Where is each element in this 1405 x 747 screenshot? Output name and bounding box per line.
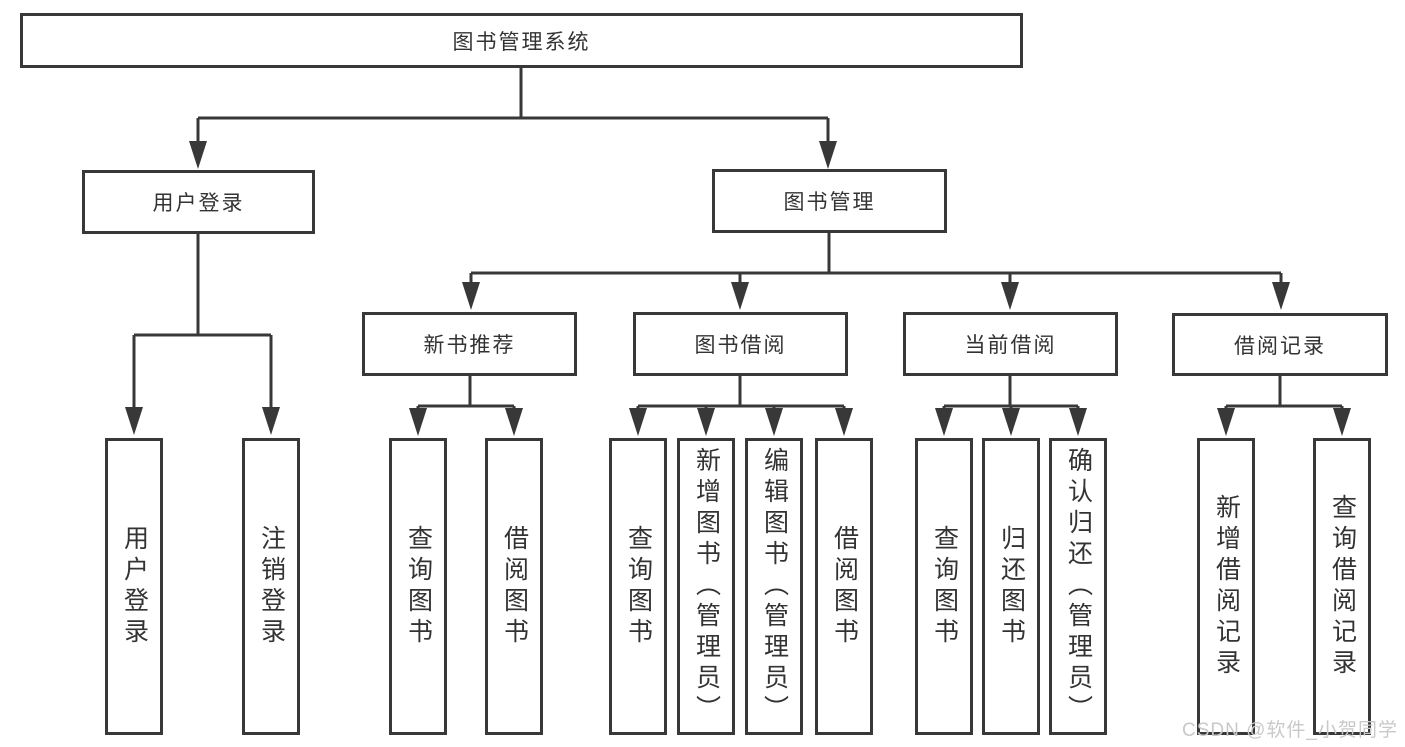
leaf-current-return-book: 归还图书 <box>982 438 1040 735</box>
leaf-recommend-query-book-label: 查询图书 <box>404 524 433 649</box>
node-user-login-label: 用户登录 <box>152 192 245 215</box>
leaf-borrow-query-book: 查询图书 <box>609 438 667 735</box>
leaf-borrow-edit-book: 编辑图书（管理员） <box>745 438 803 735</box>
leaf-records-query-record-label: 查询借阅记录 <box>1328 493 1357 680</box>
leaf-borrow-add-book-label: 新增图书（管理员） <box>692 447 721 726</box>
leaf-borrow-query-book-label: 查询图书 <box>624 524 653 649</box>
leaf-borrow-borrow-book-label: 借阅图书 <box>830 524 859 649</box>
leaf-current-confirm-return: 确认归还（管理员） <box>1049 438 1107 735</box>
leaf-borrow-add-book: 新增图书（管理员） <box>677 438 735 735</box>
leaf-recommend-query-book: 查询图书 <box>389 438 447 735</box>
node-user-login: 用户登录 <box>82 170 315 234</box>
leaf-logout-label: 注销登录 <box>257 524 286 649</box>
leaf-user-login-label: 用户登录 <box>120 524 149 649</box>
node-book-borrow-label: 图书借阅 <box>694 334 787 357</box>
leaf-current-confirm-return-label: 确认归还（管理员） <box>1064 447 1093 726</box>
node-new-book-recommend: 新书推荐 <box>362 312 577 376</box>
leaf-records-add-record-label: 新增借阅记录 <box>1212 493 1241 680</box>
node-borrow-records: 借阅记录 <box>1172 313 1388 376</box>
leaf-current-query-book-label: 查询图书 <box>930 524 959 649</box>
leaf-recommend-borrow-book-label: 借阅图书 <box>500 524 529 649</box>
node-system-root: 图书管理系统 <box>20 13 1023 68</box>
leaf-borrow-edit-book-label: 编辑图书（管理员） <box>760 447 789 726</box>
leaf-current-query-book: 查询图书 <box>915 438 973 735</box>
node-system-root-label: 图书管理系统 <box>452 30 591 54</box>
leaf-current-return-book-label: 归还图书 <box>997 524 1026 649</box>
leaf-logout: 注销登录 <box>242 438 300 735</box>
node-current-borrow-label: 当前借阅 <box>964 334 1057 357</box>
node-current-borrow: 当前借阅 <box>903 312 1118 376</box>
node-book-borrow: 图书借阅 <box>633 312 848 376</box>
leaf-borrow-borrow-book: 借阅图书 <box>815 438 873 735</box>
node-new-book-recommend-label: 新书推荐 <box>423 334 516 357</box>
leaf-recommend-borrow-book: 借阅图书 <box>485 438 543 735</box>
node-borrow-records-label: 借阅记录 <box>1234 334 1326 358</box>
csdn-watermark: CSDN @软件_小贺同学 <box>1182 720 1398 741</box>
leaf-user-login: 用户登录 <box>105 438 163 735</box>
leaf-records-add-record: 新增借阅记录 <box>1197 438 1255 735</box>
leaf-records-query-record: 查询借阅记录 <box>1313 438 1371 735</box>
node-book-management-label: 图书管理 <box>783 191 876 214</box>
node-book-management: 图书管理 <box>712 169 947 233</box>
